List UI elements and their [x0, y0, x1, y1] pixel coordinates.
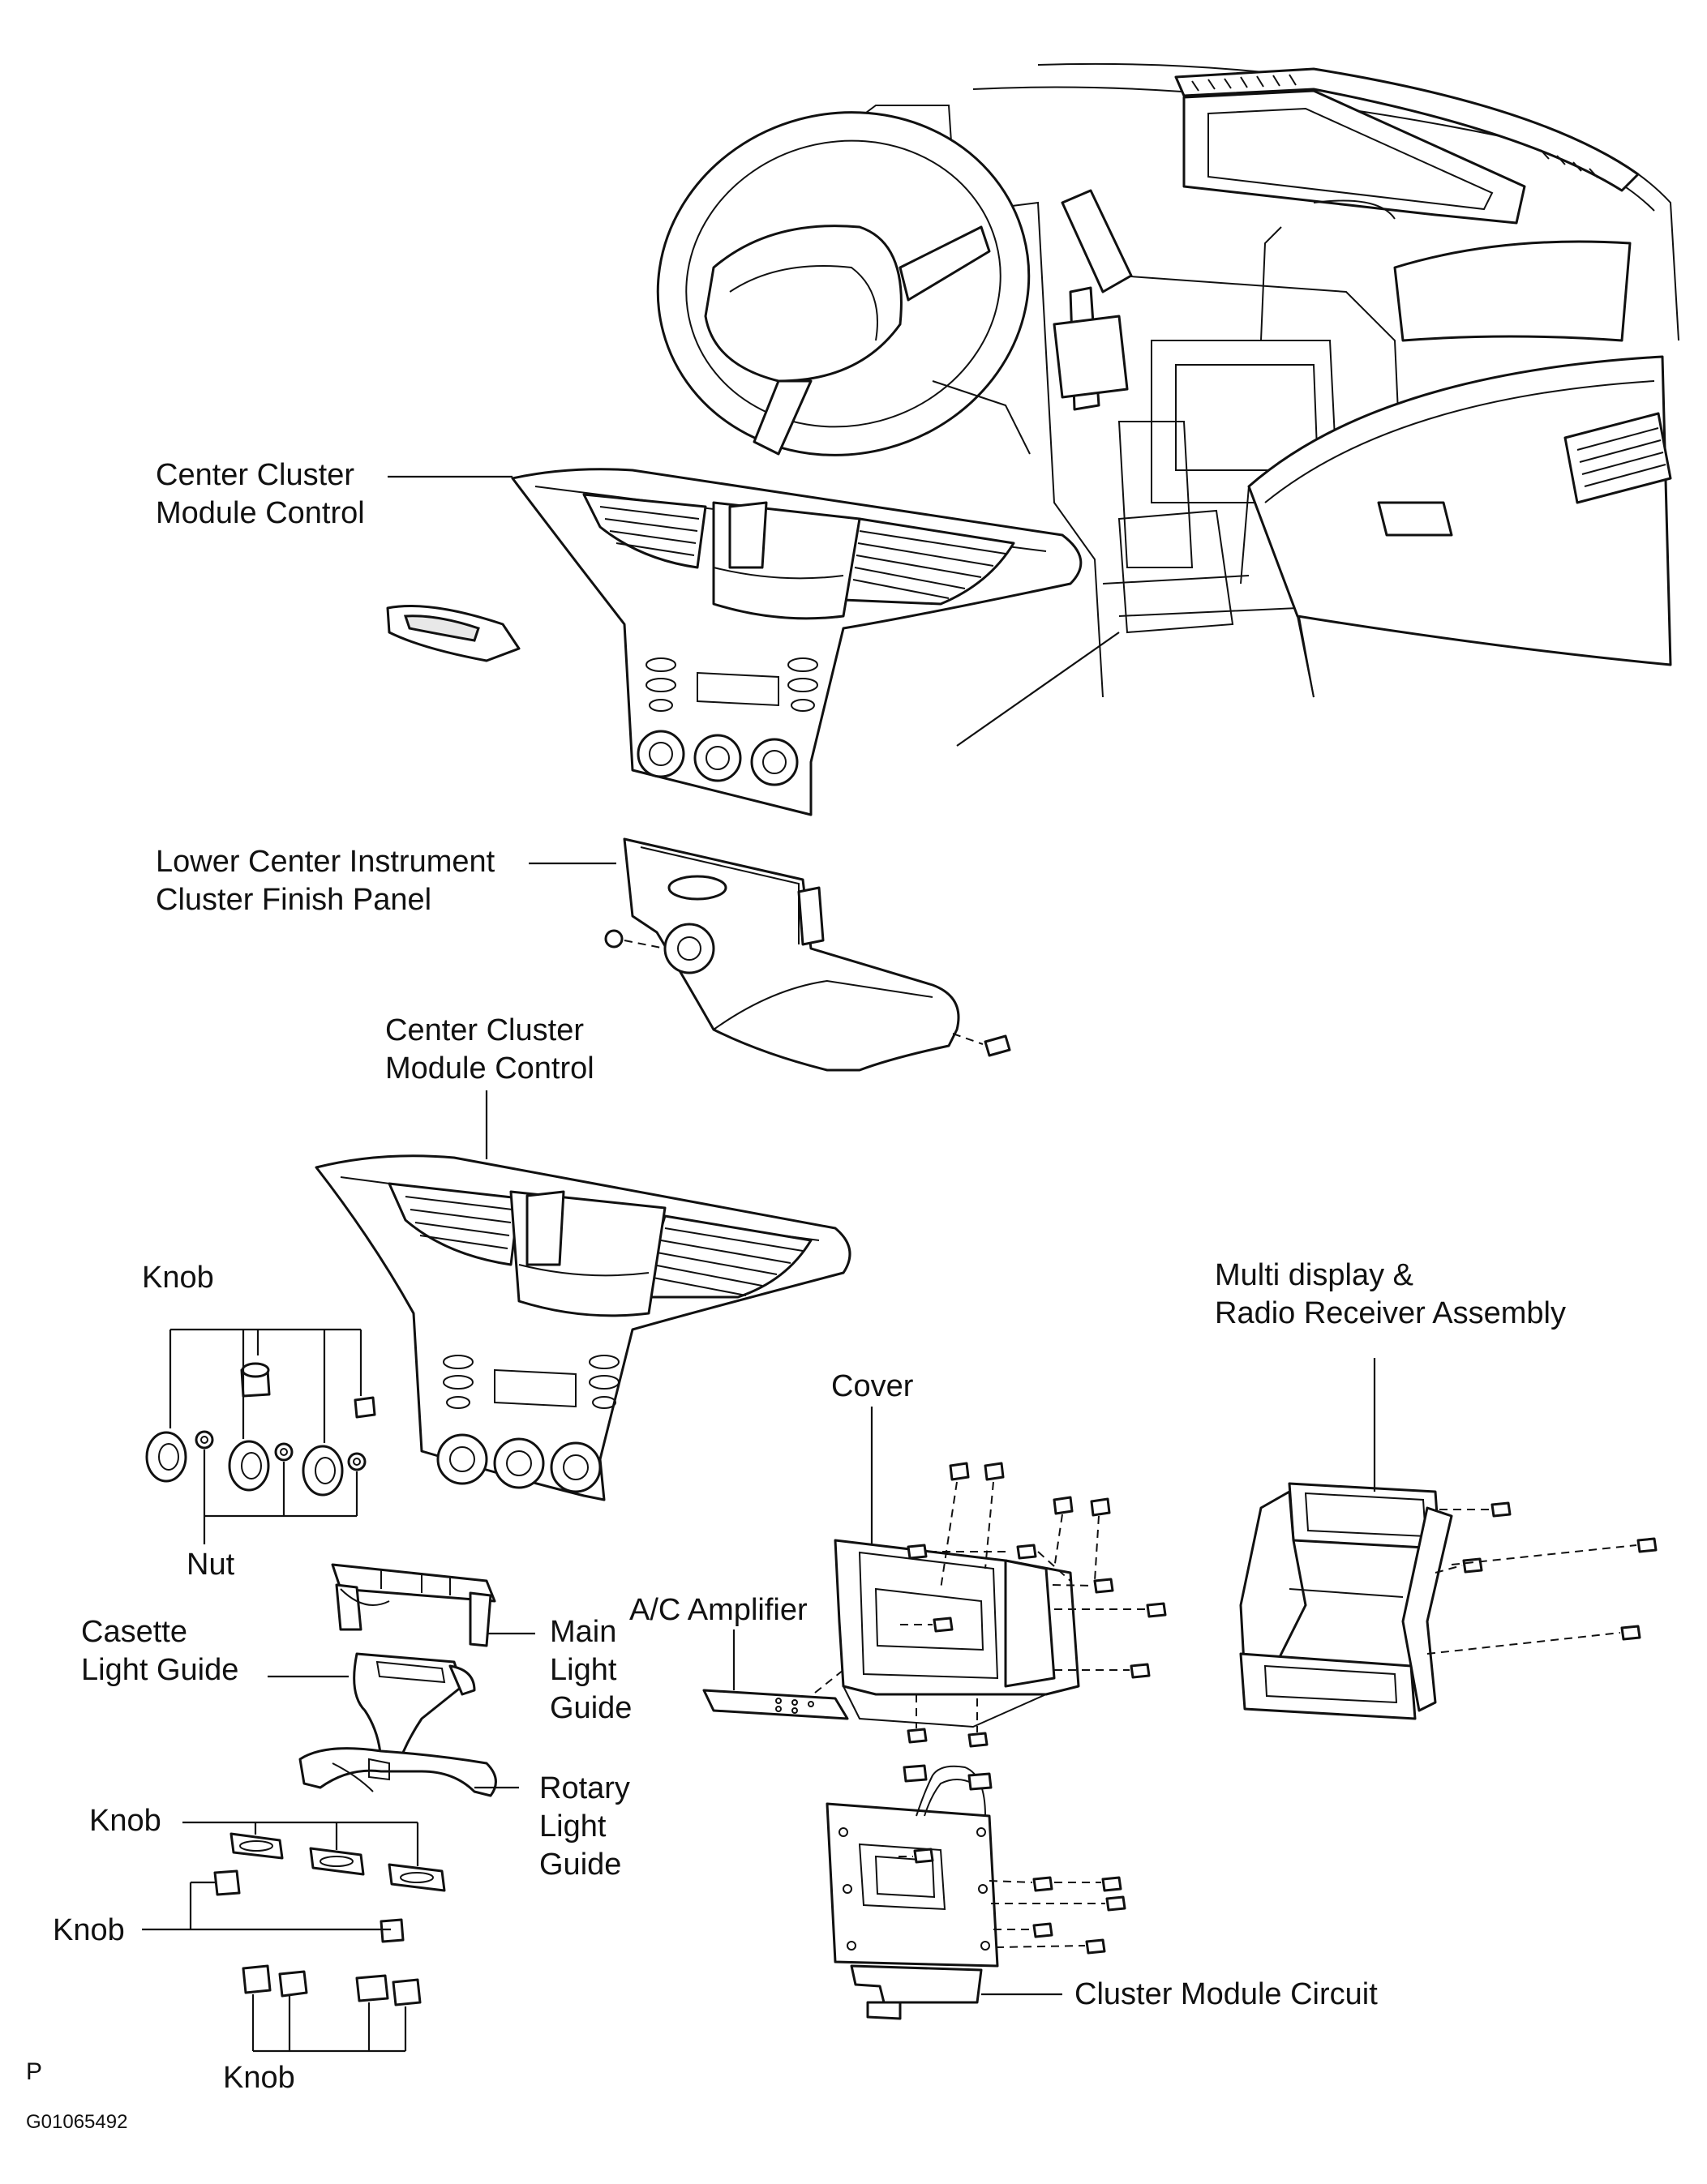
label-rotary-light-guide-3: Guide	[539, 1848, 621, 1882]
label-rotary-light-guide: Rotary	[539, 1771, 630, 1805]
rotary-light-guide-drawing	[298, 1747, 519, 1797]
label-casette-light-guide-2: Light Guide	[81, 1653, 238, 1687]
bezel-drawing-large	[315, 1154, 851, 1501]
label-multi-display: Multi display &	[1215, 1258, 1413, 1292]
bracket-drawing	[702, 1462, 1167, 1748]
knob-drawing	[145, 1362, 376, 1497]
knob-leaders	[169, 1328, 362, 1544]
callout-labels: Center Cluster Module Control Lower Cent…	[26, 458, 1566, 2133]
bezel-clip-drawing	[386, 605, 521, 662]
label-main-light-guide: Main	[550, 1615, 616, 1649]
finish-panel-drawing	[604, 837, 1011, 1072]
casette-light-guide-drawing	[268, 1652, 476, 1769]
knob-leaders-lower	[142, 1821, 419, 2053]
label-center-cluster-mid: Center Cluster	[385, 1013, 584, 1047]
label-multi-display-2: Radio Receiver Assembly	[1215, 1296, 1566, 1330]
label-main-light-guide-3: Guide	[550, 1691, 632, 1725]
figure-code: G01065492	[26, 2111, 127, 2133]
label-lower-panel: Lower Center Instrument	[156, 845, 495, 879]
label-knob-top: Knob	[142, 1261, 214, 1295]
label-center-cluster-mid-2: Module Control	[385, 1051, 594, 1086]
label-lower-panel-2: Cluster Finish Panel	[156, 883, 431, 917]
label-knob-bottom: Knob	[223, 2061, 295, 2095]
label-ac-amplifier: A/C Amplifier	[629, 1593, 808, 1627]
label-cover: Cover	[831, 1369, 914, 1403]
label-center-cluster-top: Center Cluster	[156, 458, 354, 492]
display-assembly-drawing	[1239, 1482, 1658, 1720]
bezel-drawing	[511, 468, 1083, 816]
circuit-board-drawing	[826, 1764, 1126, 2020]
page-letter: P	[26, 2058, 42, 2085]
label-center-cluster-top-2: Module Control	[156, 496, 365, 530]
knob-drawing-lower	[213, 1832, 446, 2006]
label-cluster-module-circuit: Cluster Module Circuit	[1074, 1977, 1378, 2011]
label-rotary-light-guide-2: Light	[539, 1809, 607, 1844]
main-light-guide-drawing	[331, 1563, 535, 1647]
label-casette-light-guide: Casette	[81, 1615, 187, 1649]
label-main-light-guide-2: Light	[550, 1653, 617, 1687]
steering-wheel-drawing	[656, 111, 1031, 456]
label-knob-mid: Knob	[89, 1804, 161, 1838]
label-knob-lower: Knob	[53, 1913, 125, 1947]
label-nut: Nut	[187, 1548, 235, 1582]
